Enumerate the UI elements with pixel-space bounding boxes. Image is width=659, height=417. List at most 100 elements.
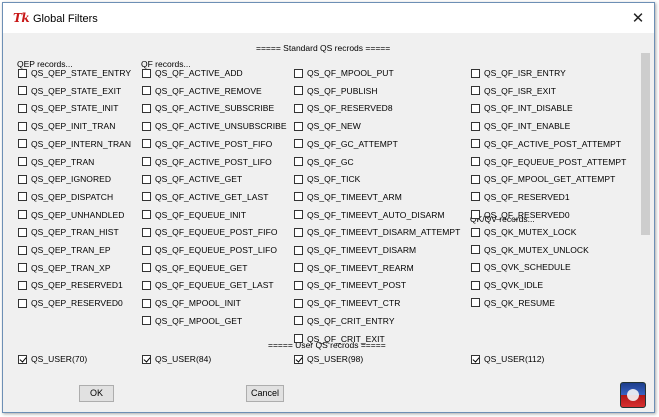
checkbox-unchecked[interactable] [142, 121, 151, 131]
checkbox-unchecked[interactable] [471, 121, 480, 131]
filter-item[interactable]: QS_QF_EQUEUE_POST_FIFO [142, 225, 278, 239]
checkbox-unchecked[interactable] [294, 86, 303, 96]
checkbox-unchecked[interactable] [18, 157, 27, 166]
filter-item[interactable]: QS_QF_TICK [294, 172, 360, 186]
filter-item[interactable]: QS_QF_ACTIVE_SUBSCRIBE [142, 101, 274, 115]
checkbox-unchecked[interactable] [471, 139, 480, 149]
filter-item[interactable]: QS_QF_ACTIVE_ADD [142, 66, 243, 80]
checkbox-unchecked[interactable] [18, 103, 27, 113]
filter-item[interactable]: QS_QF_TIMEEVT_DISARM [294, 243, 416, 257]
filter-item[interactable]: QS_QEP_INIT_TRAN [18, 119, 115, 133]
filter-item[interactable]: QS_QF_EQUEUE_GET [142, 261, 247, 275]
checkbox-unchecked[interactable] [294, 210, 303, 220]
checkbox-unchecked[interactable] [18, 86, 27, 96]
filter-item[interactable]: QS_QF_INT_DISABLE [471, 101, 573, 115]
filter-item[interactable]: QS_QEP_RESERVED1 [18, 278, 123, 292]
checkbox-unchecked[interactable] [294, 174, 303, 184]
checkbox-unchecked[interactable] [18, 139, 27, 149]
checkbox-checked[interactable] [142, 354, 151, 364]
ok-button[interactable]: OK [79, 385, 114, 402]
filter-item[interactable]: QS_QF_TIMEEVT_REARM [294, 261, 414, 275]
checkbox-unchecked[interactable] [142, 103, 151, 113]
checkbox-unchecked[interactable] [471, 298, 480, 308]
checkbox-unchecked[interactable] [142, 280, 151, 290]
filter-item[interactable]: QS_QF_RESERVED8 [294, 101, 393, 115]
scrollbar-thumb[interactable] [641, 53, 650, 235]
checkbox-unchecked[interactable] [471, 227, 480, 237]
checkbox-unchecked[interactable] [294, 139, 303, 149]
filter-item[interactable]: QS_QF_TIMEEVT_ARM [294, 190, 402, 204]
filter-item[interactable]: QS_QF_MPOOL_GET [142, 314, 242, 328]
filter-item[interactable]: QS_QF_ACTIVE_GET_LAST [142, 190, 268, 204]
checkbox-unchecked[interactable] [142, 192, 151, 202]
filter-item[interactable]: QS_QF_PUBLISH [294, 84, 378, 98]
filter-item[interactable]: QS_QF_GC [294, 155, 354, 169]
checkbox-unchecked[interactable] [18, 298, 27, 308]
filter-item[interactable]: QS_QEP_STATE_ENTRY [18, 66, 131, 80]
filter-item[interactable]: QS_QF_GC_ATTEMPT [294, 137, 398, 151]
checkbox-unchecked[interactable] [18, 280, 27, 290]
checkbox-unchecked[interactable] [471, 103, 480, 113]
filter-item[interactable]: QS_QF_EQUEUE_POST_ATTEMPT [471, 155, 626, 169]
filter-item[interactable]: QS_QEP_TRAN [18, 155, 94, 169]
checkbox-unchecked[interactable] [18, 121, 27, 131]
filter-item[interactable]: QS_QF_RESERVED0 [471, 208, 570, 222]
filter-item[interactable]: QS_QF_CRIT_EXIT [294, 332, 385, 346]
filter-item[interactable]: QS_QF_EQUEUE_POST_LIFO [142, 243, 277, 257]
checkbox-unchecked[interactable] [18, 210, 27, 220]
checkbox-unchecked[interactable] [294, 280, 303, 290]
filter-item[interactable]: QS_QF_TIMEEVT_AUTO_DISARM [294, 208, 445, 222]
filter-item[interactable]: QS_QEP_TRAN_EP [18, 243, 111, 257]
filter-item[interactable]: QS_QF_MPOOL_GET_ATTEMPT [471, 172, 615, 186]
checkbox-unchecked[interactable] [18, 174, 27, 184]
filter-item[interactable]: QS_QEP_RESERVED0 [18, 296, 123, 310]
filter-item[interactable]: QS_QEP_STATE_EXIT [18, 84, 121, 98]
filter-item[interactable]: QS_QEP_TRAN_HIST [18, 225, 119, 239]
checkbox-unchecked[interactable] [294, 157, 303, 166]
checkbox-unchecked[interactable] [142, 227, 151, 237]
filter-item[interactable]: QS_QF_INT_ENABLE [471, 119, 570, 133]
vertical-scrollbar[interactable] [640, 53, 651, 353]
checkbox-unchecked[interactable] [142, 245, 151, 255]
filter-item[interactable]: QS_QF_MPOOL_INIT [142, 296, 241, 310]
checkbox-unchecked[interactable] [142, 316, 151, 326]
filter-item[interactable]: QS_QF_ACTIVE_POST_ATTEMPT [471, 137, 621, 151]
filter-item[interactable]: QS_QF_MPOOL_PUT [294, 66, 394, 80]
checkbox-unchecked[interactable] [294, 121, 303, 131]
filter-item[interactable]: QS_QEP_STATE_INIT [18, 101, 118, 115]
filter-item[interactable]: QS_QK_MUTEX_LOCK [471, 225, 576, 239]
checkbox-unchecked[interactable] [471, 157, 480, 166]
checkbox-checked[interactable] [294, 354, 303, 364]
checkbox-unchecked[interactable] [471, 262, 480, 272]
checkbox-checked[interactable] [471, 354, 480, 364]
checkbox-checked[interactable] [18, 354, 27, 364]
checkbox-unchecked[interactable] [142, 139, 151, 149]
filter-item[interactable]: QS_QEP_IGNORED [18, 172, 111, 186]
checkbox-unchecked[interactable] [471, 192, 480, 202]
checkbox-unchecked[interactable] [18, 263, 27, 273]
filter-item[interactable]: QS_QVK_SCHEDULE [471, 260, 571, 274]
checkbox-unchecked[interactable] [471, 174, 480, 184]
checkbox-unchecked[interactable] [142, 86, 151, 96]
checkbox-unchecked[interactable] [142, 298, 151, 308]
filter-item[interactable]: QS_QF_ACTIVE_POST_LIFO [142, 155, 272, 169]
close-icon[interactable]: ✕ [631, 9, 645, 27]
filter-item[interactable]: QS_QF_RESERVED1 [471, 190, 570, 204]
filter-item[interactable]: QS_QK_RESUME [471, 296, 555, 310]
filter-item[interactable]: QS_QF_ISR_EXIT [471, 84, 556, 98]
filter-item[interactable]: QS_QF_NEW [294, 119, 361, 133]
checkbox-unchecked[interactable] [294, 316, 303, 326]
filter-item[interactable]: QS_QF_TIMEEVT_DISARM_ATTEMPT [294, 225, 460, 239]
checkbox-unchecked[interactable] [471, 280, 480, 290]
checkbox-unchecked[interactable] [471, 86, 480, 96]
checkbox-unchecked[interactable] [294, 245, 303, 255]
checkbox-unchecked[interactable] [294, 298, 303, 308]
filter-item[interactable]: QS_QF_ACTIVE_UNSUBSCRIBE [142, 119, 287, 133]
checkbox-unchecked[interactable] [471, 68, 480, 78]
checkbox-unchecked[interactable] [294, 334, 303, 343]
checkbox-unchecked[interactable] [18, 192, 27, 202]
filter-item[interactable]: QS_QF_TIMEEVT_CTR [294, 296, 400, 310]
checkbox-unchecked[interactable] [142, 157, 151, 166]
filter-item[interactable]: QS_QF_EQUEUE_GET_LAST [142, 278, 274, 292]
filter-item[interactable]: QS_QF_ISR_ENTRY [471, 66, 566, 80]
